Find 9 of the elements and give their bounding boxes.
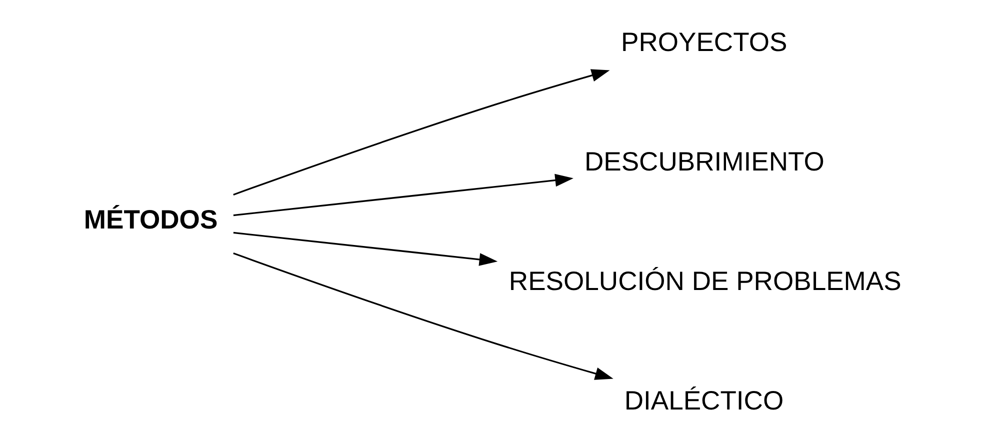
node-text: RESOLUCIÓN DE PROBLEMAS bbox=[508, 266, 901, 296]
node-text: DIALÉCTICO bbox=[624, 386, 784, 416]
arrow bbox=[232, 69, 610, 196]
arrow bbox=[232, 252, 613, 380]
node-text: DESCUBRIMIENTO bbox=[584, 146, 824, 177]
node-text: MÉTODOS bbox=[83, 204, 218, 235]
arrow bbox=[232, 174, 573, 216]
node-text: PROYECTOS bbox=[620, 27, 787, 58]
arrow bbox=[232, 232, 498, 266]
